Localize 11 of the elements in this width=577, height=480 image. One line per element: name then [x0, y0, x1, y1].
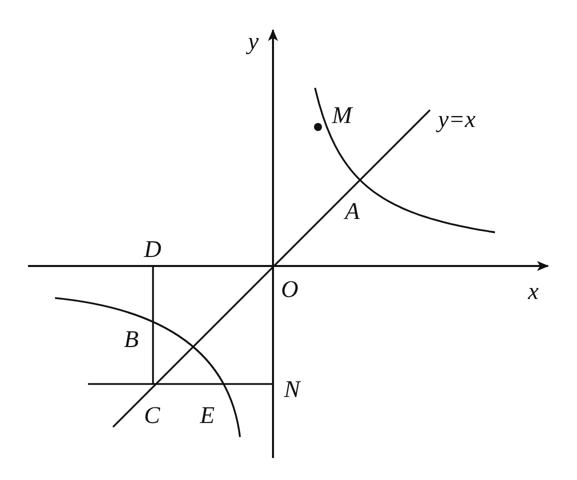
point-label: N: [284, 378, 300, 402]
point-label: B: [124, 328, 139, 352]
point-label: M: [332, 104, 352, 128]
line-label: y=x: [438, 108, 476, 132]
axis-label: x: [528, 280, 539, 304]
point-label: O: [281, 278, 298, 302]
point-label: E: [200, 404, 215, 428]
point-label: A: [345, 200, 360, 224]
axis-label: y: [248, 30, 259, 54]
point-label: D: [144, 238, 162, 262]
point-label: C: [144, 404, 160, 428]
